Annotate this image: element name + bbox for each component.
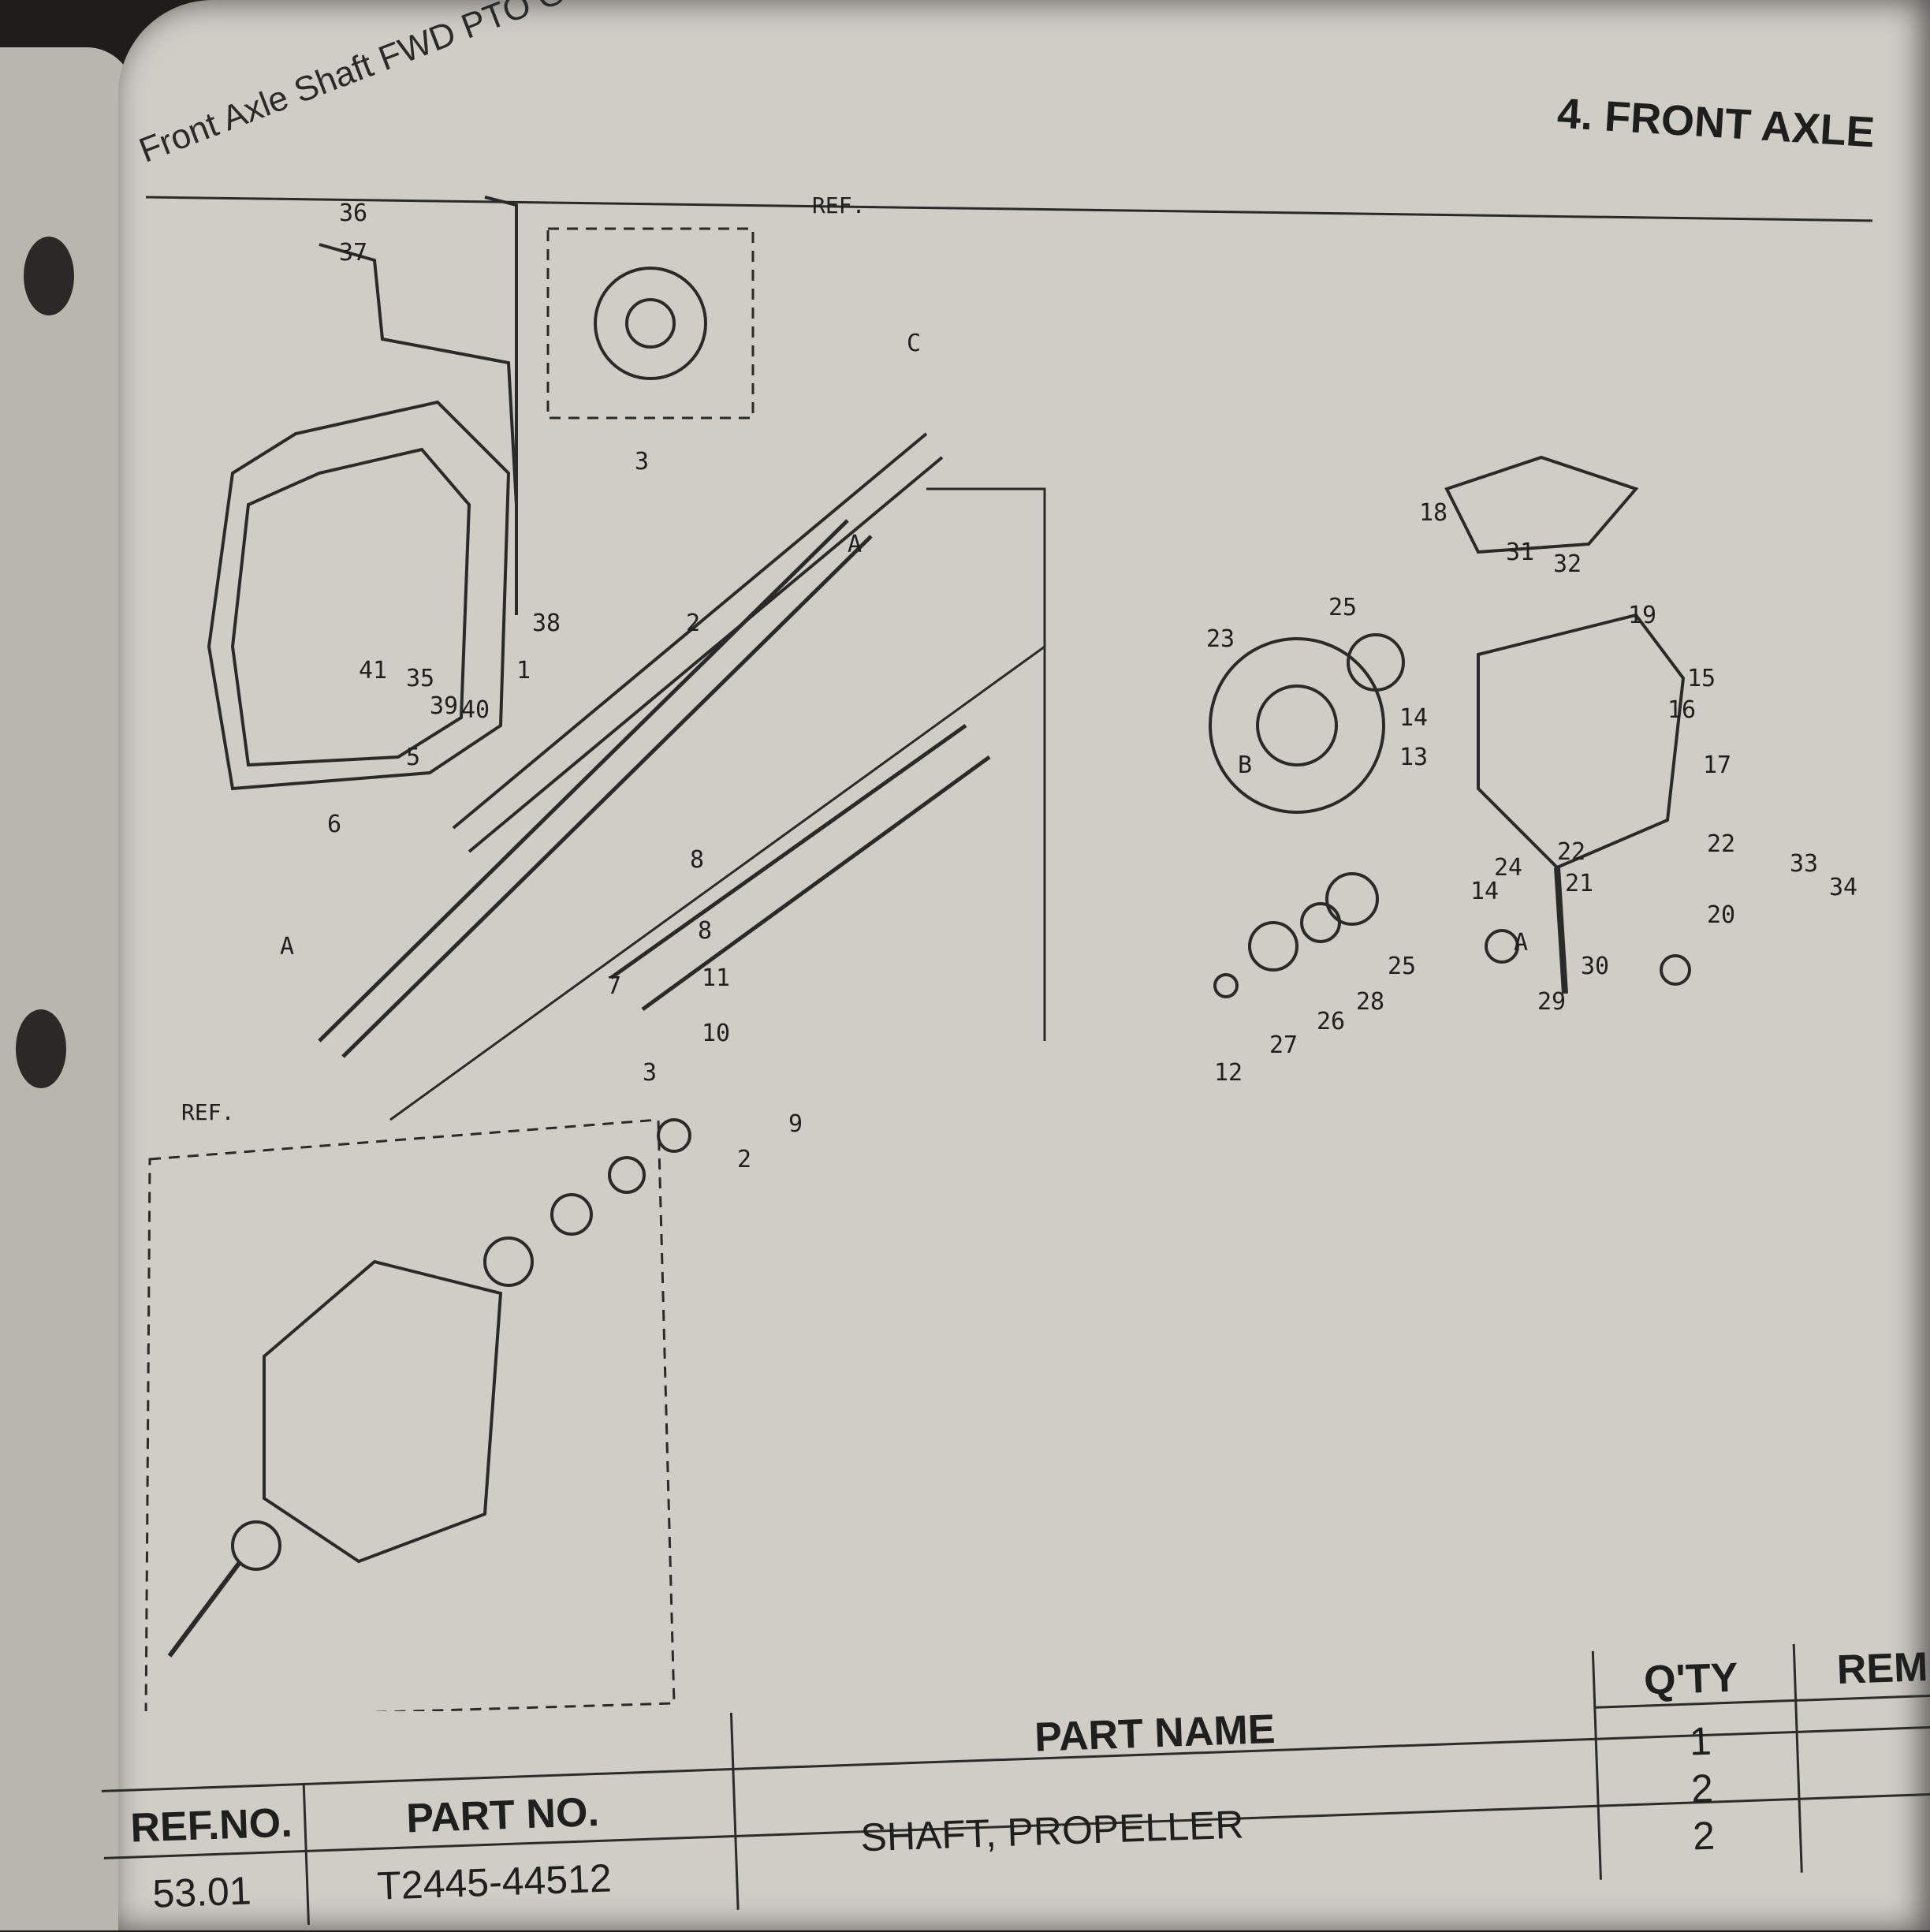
callout-label: 10 (702, 1020, 730, 1047)
row-part-name: SHAFT, PROPELLER (859, 1802, 1245, 1860)
callout-label: 27 (1269, 1031, 1298, 1059)
callout-label: 3 (635, 448, 649, 476)
callout-label: 20 (1707, 901, 1735, 929)
callout-label: 39 (430, 692, 458, 720)
callout-label: 23 (1206, 625, 1235, 653)
callout-label: A (1514, 929, 1528, 957)
row-qty: 2 (1690, 1766, 1714, 1811)
callout-label: B (1238, 752, 1252, 779)
callout-label: 13 (1399, 744, 1428, 771)
callout-label: 16 (1667, 696, 1696, 724)
binder-hole (24, 237, 74, 315)
row-ref-no: 53.01 (151, 1868, 252, 1916)
ref-label: REF. (181, 1099, 234, 1125)
callout-label: A (280, 933, 294, 960)
callout-label: 38 (532, 610, 561, 637)
callout-label: 31 (1506, 539, 1534, 566)
callout-label: 41 (359, 657, 387, 684)
header-ref-no: REF.NO. (129, 1800, 293, 1852)
callout-label: 12 (1214, 1059, 1243, 1087)
diagram-svg: 36 37 41 35 39 40 38 1 3 2 5 6 A 8 8 11 … (144, 192, 1898, 1721)
callout-label: 8 (698, 917, 712, 945)
callout-label: 14 (1470, 878, 1499, 905)
row-qty: 1 (1688, 1718, 1712, 1764)
callout-label: 25 (1388, 953, 1416, 980)
callout-label: 17 (1703, 752, 1731, 779)
callout-label: 29 (1537, 988, 1566, 1016)
callout-label: 34 (1829, 874, 1857, 901)
header-part-no: PART NO. (405, 1788, 600, 1842)
callout-label: 2 (686, 610, 700, 637)
callout-label: 5 (406, 744, 420, 771)
axle-housing (263, 1259, 503, 1564)
callout-label: 25 (1328, 594, 1357, 621)
row-qty: 2 (1692, 1813, 1716, 1859)
callout-label: 22 (1707, 830, 1735, 858)
callout-label: 40 (461, 696, 490, 724)
transmission-housing (207, 400, 511, 791)
callout-label: 26 (1317, 1008, 1345, 1035)
callout-label: 8 (690, 846, 704, 874)
callout-label: 7 (607, 972, 621, 1000)
ref-box-bottom (144, 1118, 676, 1721)
callout-label: 33 (1790, 850, 1818, 878)
header-qty: Q'TY (1643, 1654, 1739, 1704)
callout-label: 24 (1494, 854, 1522, 882)
callout-label: C (907, 330, 921, 357)
callout-label: 30 (1581, 953, 1609, 980)
callout-label: 3 (643, 1059, 657, 1087)
header-part-name: PART NAME (1034, 1706, 1276, 1761)
callout-label: 36 (339, 200, 367, 227)
ref-label: REF. (812, 192, 865, 218)
ref-box-top (546, 227, 754, 420)
callout-label: 1 (516, 657, 531, 684)
header-remarks: REM (1835, 1644, 1929, 1694)
callout-label: A (848, 531, 862, 558)
callout-label: 35 (406, 665, 434, 692)
callout-label: 11 (702, 964, 730, 992)
callout-label: 19 (1628, 602, 1656, 629)
propeller-shaft (318, 519, 849, 1042)
gasket (1444, 455, 1639, 554)
facing-page (0, 47, 134, 1930)
gear-icon (1209, 637, 1385, 814)
callout-label: 9 (788, 1110, 803, 1138)
gear-icon (594, 267, 707, 380)
gear-case (1477, 613, 1686, 870)
callout-label: 6 (327, 811, 341, 838)
callout-label: 14 (1399, 704, 1428, 732)
row-part-no: T2445-44512 (376, 1856, 613, 1908)
callout-label: 32 (1553, 550, 1582, 578)
callout-label: 28 (1356, 988, 1384, 1016)
callout-label: 2 (737, 1146, 751, 1173)
callout-label: 18 (1419, 499, 1448, 527)
callout-label: 22 (1557, 838, 1585, 866)
callout-label: 15 (1687, 665, 1716, 692)
binder-hole (16, 1009, 66, 1088)
callout-label: 37 (339, 239, 367, 267)
callout-label: 21 (1565, 870, 1593, 897)
exploded-parts-diagram: 36 37 41 35 39 40 38 1 3 2 5 6 A 8 8 11 … (138, 173, 1898, 1721)
manual-page (118, 0, 1930, 1930)
